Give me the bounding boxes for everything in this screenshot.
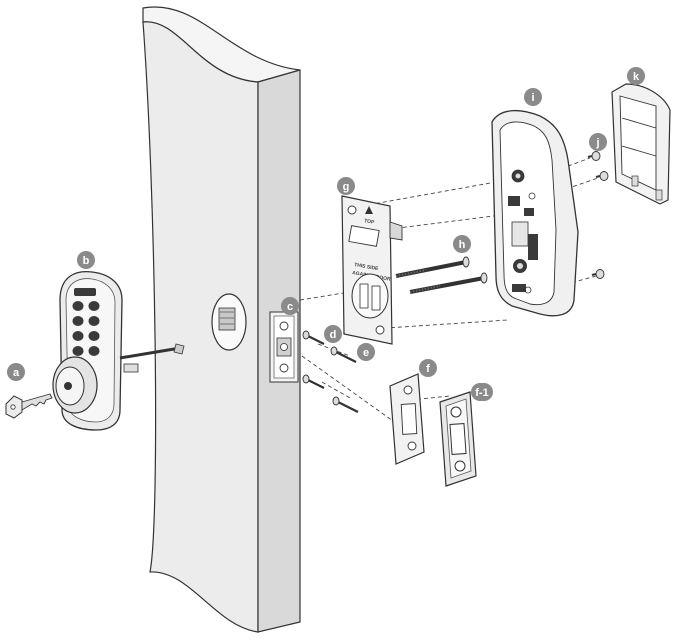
tailpiece	[119, 346, 181, 360]
mounting-bolt	[395, 256, 470, 278]
keypad-button	[72, 346, 84, 356]
callout-badge	[337, 177, 355, 195]
callout-letter: f-1	[475, 387, 488, 399]
plate-label-line1: THIS SIDE	[354, 262, 380, 272]
cover-screw	[591, 269, 605, 279]
strike-screw	[332, 396, 359, 413]
interior-assembly	[491, 110, 579, 317]
door-edge-mortise	[269, 311, 299, 383]
callout-badge	[281, 297, 299, 315]
callout-a: a	[7, 363, 25, 381]
callout-h: h	[453, 235, 471, 253]
cover-screw	[587, 151, 601, 161]
callout-letter: k	[633, 71, 640, 83]
callout-f: f	[419, 359, 437, 377]
door-front-face	[142, 21, 259, 633]
callout-badge	[324, 325, 342, 343]
callout-i: i	[524, 88, 542, 106]
callout-badge	[589, 133, 607, 151]
callout-badge	[77, 251, 95, 269]
exterior-keypad-assembly	[52, 270, 185, 431]
keypad-display	[74, 288, 96, 296]
battery-cover	[611, 83, 671, 205]
door-bore-hole	[211, 293, 247, 351]
tailpiece-tip	[173, 343, 185, 355]
callout-letter: h	[459, 239, 466, 251]
callout-letter: a	[13, 367, 20, 379]
callout-f1: f-1	[471, 383, 493, 401]
callout-letter: c	[287, 301, 293, 313]
mounting-bolts	[395, 256, 488, 294]
callout-d: d	[324, 325, 342, 343]
door	[142, 6, 301, 633]
strike-screw	[330, 346, 357, 363]
keypad-button	[88, 301, 100, 311]
callout-badge	[357, 343, 375, 361]
cable-connector	[123, 363, 139, 373]
strike-plate	[389, 373, 425, 465]
keypad-button	[72, 331, 84, 341]
callout-labels: a b c d e f f-1 g h i j k	[7, 67, 645, 401]
cover-screw	[595, 171, 609, 181]
key	[5, 393, 53, 419]
callout-letter: i	[531, 92, 534, 104]
mounting-plate: TOP THIS SIDE AGAINST DOOR	[341, 195, 403, 345]
callout-badge	[627, 67, 645, 85]
callout-badge	[7, 363, 25, 381]
callout-letter: d	[330, 329, 337, 341]
callout-e: e	[357, 343, 375, 361]
callout-letter: j	[595, 137, 599, 149]
callout-badge	[524, 88, 542, 106]
strike-screws	[330, 346, 359, 413]
callout-g: g	[337, 177, 355, 195]
keypad-button	[72, 316, 84, 326]
latch-screws	[302, 330, 325, 389]
keypad-button	[88, 346, 100, 356]
callout-b: b	[77, 251, 95, 269]
callout-badge	[419, 359, 437, 377]
cover-screws	[587, 151, 609, 279]
mounting-bolt	[409, 272, 488, 294]
callout-letter: f	[426, 363, 430, 375]
keypad-button	[72, 301, 84, 311]
keypad-button	[88, 316, 100, 326]
plate-top-label: TOP	[364, 218, 376, 226]
keypad-button	[88, 331, 100, 341]
callout-letter: e	[363, 347, 369, 359]
callout-j: j	[589, 133, 607, 151]
callout-c: c	[281, 297, 299, 315]
callout-k: k	[627, 67, 645, 85]
key-blade	[21, 393, 53, 411]
callout-badge	[453, 235, 471, 253]
latch-screw	[302, 374, 325, 389]
callout-badge	[471, 383, 493, 401]
strike-reinforcement	[439, 391, 477, 487]
keypad-buttons	[72, 301, 100, 356]
callout-letter: g	[343, 181, 350, 193]
keyhole	[64, 382, 72, 390]
callout-letter: b	[83, 255, 90, 267]
latch-screw	[302, 330, 325, 345]
